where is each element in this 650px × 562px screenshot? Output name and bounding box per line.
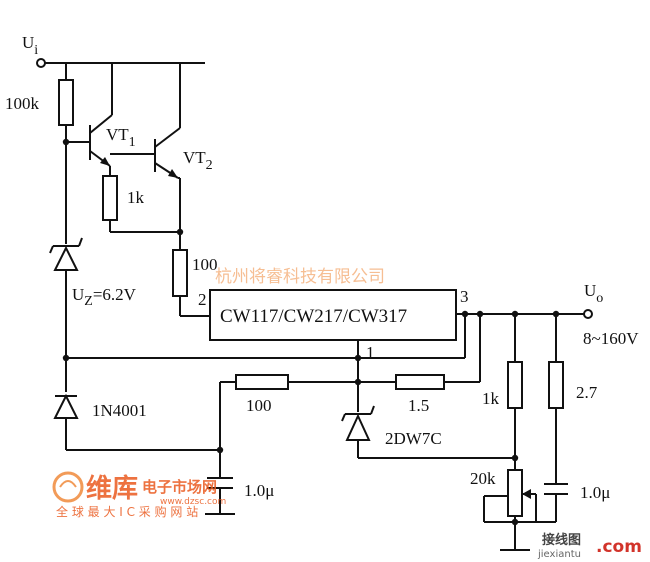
svg-text:.com: .com <box>596 537 642 557</box>
resistor-100-bottom <box>235 374 289 390</box>
resistor-2-7-label: 2.7 <box>576 383 598 402</box>
watermark-logo: 维库 电子市场网 www.dzsc.com 全 球 最 大 I C 采 购 网 … <box>52 471 226 519</box>
svg-text:接线图: 接线图 <box>542 532 581 548</box>
svg-text:全 球 最 大 I C 采 购 网 站: 全 球 最 大 I C 采 购 网 站 <box>56 504 198 519</box>
resistor-1k-right-label: 1k <box>482 389 500 408</box>
watermark-company: 杭州将睿科技有限公司 <box>215 267 385 287</box>
zener-uz <box>53 245 79 271</box>
resistor-1-5 <box>395 374 445 390</box>
input-terminal <box>36 58 46 68</box>
resistor-100-bottom-label: 100 <box>246 396 272 415</box>
potentiometer-label: 20k <box>470 469 496 488</box>
potentiometer-20k <box>507 469 523 517</box>
capacitor-right-label: 1.0μ <box>580 483 610 502</box>
svg-text:电子市场网: 电子市场网 <box>142 478 217 496</box>
output-range-label: 8~160V <box>583 329 639 348</box>
watermark-jiexiantu: 接线图 jiexiantu .com <box>537 532 642 560</box>
capacitor-left-label: 1.0μ <box>244 481 274 500</box>
resistor-2-7 <box>548 361 564 409</box>
resistor-1k-right <box>507 361 523 409</box>
resistor-100k-label: 100k <box>5 94 40 113</box>
pin2-label: 2 <box>198 290 207 309</box>
regulator-ic-label: CW117/CW217/CW317 <box>220 306 407 327</box>
input-label: Ui <box>22 33 38 58</box>
svg-text:www.dzsc.com: www.dzsc.com <box>160 497 226 507</box>
resistor-1k-top <box>102 175 118 221</box>
diode-1n4001 <box>53 393 79 419</box>
pin3-label: 3 <box>460 287 469 306</box>
output-label: Uo <box>584 281 603 306</box>
resistor-100k <box>58 79 74 126</box>
diode-label: 1N4001 <box>92 401 147 420</box>
vt2-label: VT2 <box>183 148 213 173</box>
resistor-1k-top-label: 1k <box>127 188 145 207</box>
resistor-100-top-label: 100 <box>192 255 218 274</box>
svg-text:维库: 维库 <box>86 473 138 504</box>
svg-text:jiexiantu: jiexiantu <box>537 549 581 560</box>
regulator-ic <box>209 289 457 341</box>
zener-2dw7c <box>345 413 371 441</box>
zener-2dw7c-label: 2DW7C <box>385 429 442 448</box>
logo-icon <box>52 471 84 503</box>
resistor-1-5-label: 1.5 <box>408 396 429 415</box>
vt1-label: VT1 <box>106 125 136 150</box>
output-terminal <box>583 309 593 319</box>
pin1-label: 1 <box>366 343 375 362</box>
resistor-100-top <box>172 249 188 297</box>
zener-uz-label: UZ=6.2V <box>72 285 137 309</box>
